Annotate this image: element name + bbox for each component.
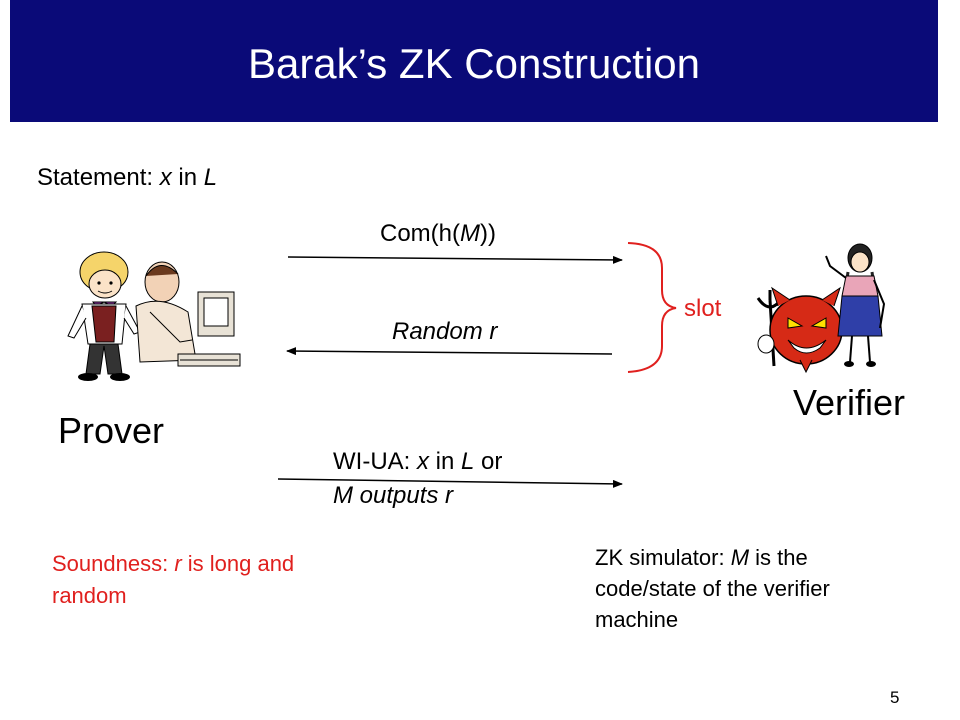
random-message: Random r bbox=[392, 318, 498, 345]
prover-label: Prover bbox=[58, 410, 165, 451]
verifier-label: Verifier bbox=[793, 382, 906, 423]
slot-brace bbox=[627, 242, 677, 373]
page-number: 5 bbox=[890, 688, 900, 707]
arrow-random bbox=[286, 347, 613, 356]
arrow-wiua bbox=[277, 478, 623, 488]
statement-text: Statement: x in L bbox=[37, 164, 218, 191]
devil-verifier-clipart-icon bbox=[756, 286, 843, 374]
wiua-message-line2: M outputs r bbox=[333, 482, 454, 509]
girl-clipart-icon bbox=[825, 243, 886, 367]
wiua-message-line1: WI-UA: x in L or bbox=[333, 448, 503, 475]
arrow-commit bbox=[287, 255, 623, 264]
commit-message: Com(h(M)) bbox=[380, 220, 496, 247]
title-bar: Barak’s ZK Construction bbox=[10, 0, 938, 122]
slide-title: Barak’s ZK Construction bbox=[247, 40, 701, 87]
prover-clipart-icon bbox=[67, 251, 141, 381]
computer-user-clipart-icon bbox=[135, 261, 241, 367]
soundness-note: Soundness: r is long and random bbox=[52, 551, 295, 608]
simulator-note: ZK simulator: M is the code/state of the… bbox=[595, 545, 830, 632]
slot-label: slot bbox=[684, 295, 722, 322]
